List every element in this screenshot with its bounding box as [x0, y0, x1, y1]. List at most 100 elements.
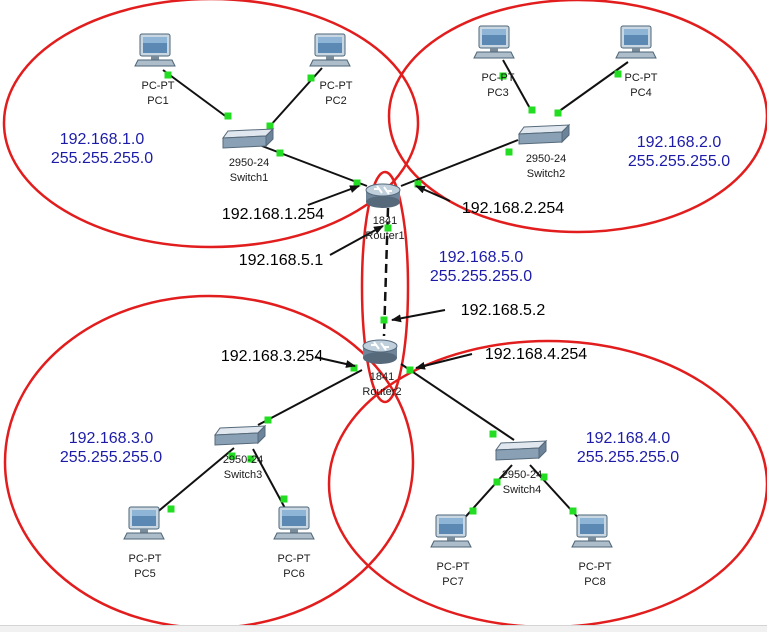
net4-mask-label: 255.255.255.0 [577, 449, 679, 466]
router2-node[interactable]: 1841 Router2 [362, 339, 402, 398]
r1-lan2-arrow [415, 185, 451, 202]
switch3-node[interactable]: 2950-24 Switch3 [214, 425, 266, 481]
port-status-dot [499, 72, 507, 80]
router1-node[interactable]: 1841 Router1 [365, 183, 405, 242]
switch-icon [518, 124, 570, 145]
r2-lan3-arrow [314, 356, 356, 368]
port-status-dot [554, 109, 562, 117]
router-icon [365, 183, 401, 209]
pc7-type-label: PC-PT [437, 561, 470, 573]
switch1-name-label: Switch1 [230, 172, 269, 184]
pc8-type-label: PC-PT [579, 561, 612, 573]
switch4-type-label: 2950-24 [502, 469, 542, 481]
pc5-type-label: PC-PT [129, 553, 162, 565]
port-status-dot [350, 364, 358, 372]
net5-address-label: 192.168.5.0 [439, 249, 524, 266]
pc-icon [571, 514, 613, 548]
router2-switch3-link [257, 369, 363, 426]
switch3-name-label: Switch3 [224, 469, 263, 481]
switch3-type-label: 2950-24 [223, 454, 263, 466]
r1-wan-ip-label: 192.168.5.1 [239, 252, 324, 269]
port-status-dot [569, 507, 577, 515]
lan1-ellipse [2, 0, 420, 249]
port-status-dot [380, 316, 388, 324]
pc4-type-label: PC-PT [625, 72, 658, 84]
lan2-ellipse [387, 0, 767, 234]
pc-icon [123, 506, 165, 540]
switch1-node[interactable]: 2950-24 Switch1 [222, 128, 274, 184]
port-status-dot [384, 224, 392, 232]
pc7-name-label: PC7 [442, 576, 463, 588]
r2-lan4-arrow [415, 353, 473, 370]
port-status-dot [264, 416, 272, 424]
port-status-dot [276, 149, 284, 157]
net2-mask-label: 255.255.255.0 [628, 153, 730, 170]
pc5-node[interactable]: PC-PT PC5 [123, 506, 165, 580]
pc-icon [473, 25, 515, 59]
switch-icon [495, 440, 547, 461]
r1-lan2-ip-label: 192.168.2.254 [462, 200, 564, 217]
port-status-dot [493, 478, 501, 486]
switch3-pc5-link [154, 447, 235, 515]
net4-address-label: 192.168.4.0 [586, 430, 671, 447]
r2-lan3-ip-label: 192.168.3.254 [221, 348, 323, 365]
pc-icon [309, 33, 351, 67]
port-status-dot [540, 473, 548, 481]
pc4-node[interactable]: PC-PT PC4 [615, 25, 658, 99]
r2-lan4-ip-label: 192.168.4.254 [485, 346, 587, 363]
pc1-name-label: PC1 [147, 95, 168, 107]
pc4-switch2-link [557, 61, 629, 113]
switch2-node[interactable]: 2950-24 Switch2 [518, 124, 570, 180]
pc6-name-label: PC6 [283, 568, 304, 580]
switch2-type-label: 2950-24 [526, 153, 566, 165]
pc-icon [134, 33, 176, 67]
pc-icon [615, 25, 657, 59]
pc1-type-label: PC-PT [142, 80, 175, 92]
net3-address-label: 192.168.3.0 [69, 430, 154, 447]
port-status-dot [266, 122, 274, 130]
port-status-dot [247, 455, 255, 463]
pc8-node[interactable]: PC-PT PC8 [571, 514, 613, 588]
pc8-name-label: PC8 [584, 576, 605, 588]
router2-type-label: 1841 [370, 371, 394, 383]
pc3-switch2-link [502, 59, 533, 113]
pc1-node[interactable]: PC-PT PC1 [134, 33, 176, 107]
net1-mask-label: 255.255.255.0 [51, 150, 153, 167]
pc-icon [430, 514, 472, 548]
router2-switch4-link [400, 363, 515, 441]
switch2-router1-link [400, 139, 519, 187]
pc5-name-label: PC5 [134, 568, 155, 580]
port-status-dot [224, 112, 232, 120]
pc6-node[interactable]: PC-PT PC6 [273, 506, 315, 580]
port-status-dot [164, 71, 172, 79]
port-status-dot [414, 180, 422, 188]
port-status-dot [614, 70, 622, 78]
net2-address-label: 192.168.2.0 [637, 134, 722, 151]
switch-icon [222, 128, 274, 149]
port-status-dot [167, 505, 175, 513]
pc6-type-label: PC-PT [278, 553, 311, 565]
net3-mask-label: 255.255.255.0 [60, 449, 162, 466]
router1-name-label: Router1 [365, 230, 404, 242]
pc7-node[interactable]: PC-PT PC7 [430, 514, 472, 588]
port-status-dot [489, 430, 497, 438]
port-status-dot [505, 148, 513, 156]
net5-mask-label: 255.255.255.0 [430, 268, 532, 285]
pc-icon [273, 506, 315, 540]
r1-lan1-ip-label: 192.168.1.254 [222, 206, 324, 223]
switch2-name-label: Switch2 [527, 168, 566, 180]
pc3-node[interactable]: PC-PT PC3 [473, 25, 515, 99]
switch1-type-label: 2950-24 [229, 157, 269, 169]
pc2-node[interactable]: PC-PT PC2 [309, 33, 353, 107]
pc1-switch1-link [162, 69, 229, 119]
switch4-name-label: Switch4 [503, 484, 542, 496]
r2-wan-ip-label: 192.168.5.2 [461, 302, 546, 319]
switch-icon [214, 425, 266, 446]
switch4-pc7-link [459, 464, 513, 524]
wan-ellipse [360, 170, 410, 404]
switch4-node[interactable]: 2950-24 Switch4 [495, 440, 547, 496]
port-status-dot [307, 74, 315, 82]
pc2-type-label: PC-PT [320, 80, 353, 92]
status-bar [0, 625, 767, 632]
